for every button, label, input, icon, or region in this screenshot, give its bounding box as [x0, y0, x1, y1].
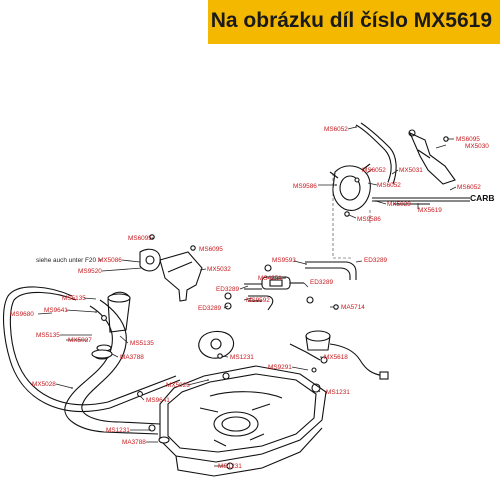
- valve-ms4251-drawing: [224, 264, 314, 311]
- part-label: MX5029: [387, 201, 411, 208]
- see-also-note: siehe auch unter F20 >: [36, 257, 102, 264]
- part-label: MS9586: [357, 216, 381, 223]
- part-label: MS9520: [78, 268, 102, 275]
- rod-mx5619-drawing: [372, 197, 470, 205]
- part-label: MS9592: [246, 297, 270, 304]
- clip-ms9641-drawing: [137, 391, 143, 397]
- part-label: ED3289: [216, 286, 240, 293]
- breather-hose-drawing: [3, 286, 181, 412]
- clamp-ms9520-drawing: [139, 248, 161, 272]
- part-label: MX5028: [32, 381, 56, 388]
- leader-lines: [37, 126, 457, 467]
- part-label: MX5026: [166, 382, 190, 389]
- ring-ma5714-drawing: [333, 304, 339, 310]
- part-label: MX5619: [418, 207, 442, 214]
- ring-ma3788-upper-drawing: [91, 349, 113, 359]
- part-label: MS4251: [258, 275, 282, 282]
- cover-plate-drawing: [198, 330, 234, 359]
- fuel-sender-mx5618-drawing: [289, 330, 389, 380]
- part-label: MS6052: [377, 182, 401, 189]
- part-label: MX5027: [68, 337, 92, 344]
- part-label: ED3289: [198, 305, 222, 312]
- hose-ms6052-drawing: [355, 122, 397, 185]
- part-label: MS1231: [326, 389, 350, 396]
- valve-assembly-drawing: [329, 163, 371, 217]
- part-label: MS9641: [146, 397, 170, 404]
- part-label: MS5135: [130, 340, 154, 347]
- part-label: MA3788: [120, 354, 144, 361]
- part-label: MS5135: [62, 295, 86, 302]
- title-banner: Na obrázku díl číslo MX5619: [208, 0, 500, 44]
- part-label: MX5032: [207, 266, 231, 273]
- part-label: MS9291: [268, 364, 292, 371]
- part-label: MS9586: [293, 183, 317, 190]
- part-label: ED3289: [364, 257, 388, 264]
- part-label: MS9641: [44, 307, 68, 314]
- part-label: MS1231: [106, 427, 130, 434]
- banner-title: Na obrázku díl číslo MX5619: [210, 9, 492, 32]
- part-label: MS9593: [272, 257, 296, 264]
- part-label: MS9680: [10, 311, 34, 318]
- part-label: MX5030: [465, 143, 489, 150]
- part-label: MS6052: [324, 126, 348, 133]
- part-label: MX5086: [98, 257, 122, 264]
- part-label: MS6095: [456, 136, 480, 143]
- carb-label: CARB: [470, 193, 495, 203]
- part-label: MS1231: [218, 463, 242, 470]
- part-label: MS6095: [128, 235, 152, 242]
- bracket-mx5030-drawing: [408, 129, 456, 185]
- filler-pipe-drawing: [64, 291, 161, 435]
- part-label: MA3788: [122, 439, 146, 446]
- part-label: MS6052: [362, 167, 386, 174]
- clip-drawing: [101, 315, 107, 321]
- part-labels: MS6052 MS6095 MX5031 MS6052 MS6052 MX503…: [10, 126, 495, 470]
- fuel-tank-mx5026-drawing: [159, 365, 327, 477]
- ring-ma3788-drawing: [158, 436, 170, 444]
- part-label: MS1231: [230, 354, 254, 361]
- hose-ms9593-drawing: [305, 261, 357, 280]
- part-label: MA5714: [341, 304, 365, 311]
- part-label: MX5031: [399, 167, 423, 174]
- part-label: MS6095: [199, 246, 223, 253]
- part-label: MS5135: [36, 332, 60, 339]
- part-label: MS6052: [457, 184, 481, 191]
- part-label: ED3289: [310, 279, 334, 286]
- part-label: MX5618: [324, 354, 348, 361]
